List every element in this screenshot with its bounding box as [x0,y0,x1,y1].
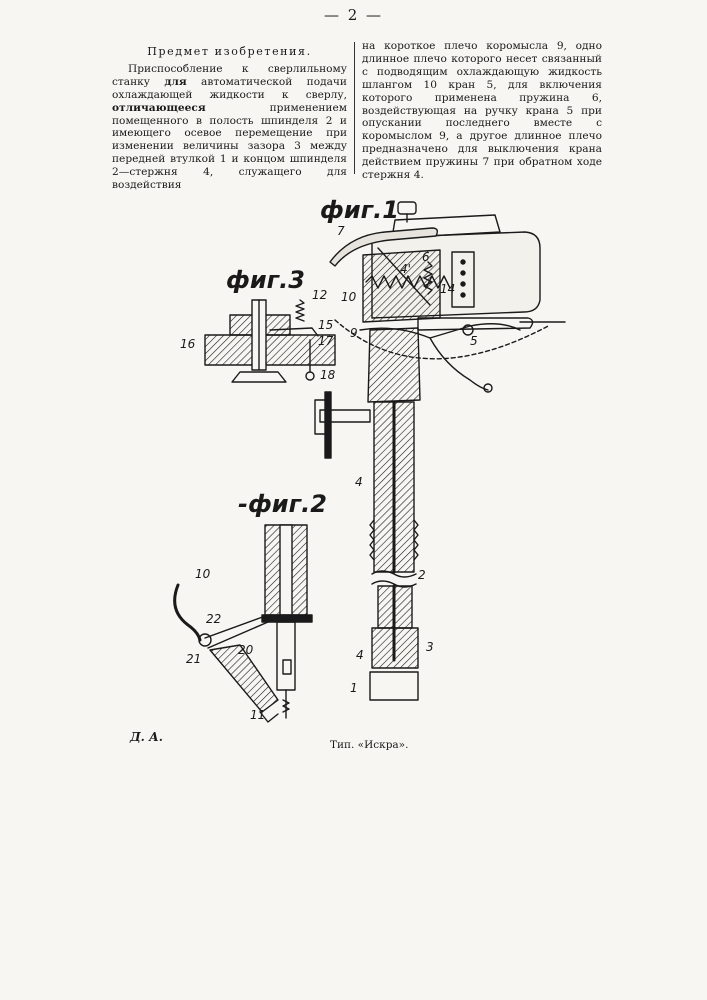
fig3-label: 15 [318,318,333,332]
fig1-dot [461,260,465,264]
fig3-label: 18 [320,368,335,382]
fig2-drawing [175,525,312,722]
fig1-dot [461,282,465,286]
fig1-drawing [315,202,565,700]
fig1-label: 4 [356,648,364,662]
fig3-drawing [205,300,335,382]
fig1-label: 6 [422,250,430,264]
fig1-title: фиг.1 [320,196,399,224]
fig1-top-knob [398,202,416,214]
fig1-label: 4 [355,475,363,489]
fig1-rocker-knob [484,384,492,392]
fig1-dot [461,271,465,275]
fig3-label: 17 [318,334,333,348]
fig1-spindle-head [368,328,420,402]
fig1-label: 10 [341,290,356,304]
fig3-label: 12 [312,288,327,302]
fig2-label: 20 [238,643,253,657]
fig1-label: 5 [470,334,478,348]
fig2-hose-10 [175,585,200,640]
fig3-title: фиг.3 [226,266,305,294]
fig3-pin-knob [306,372,314,380]
fig1-side-disk [325,392,331,458]
fig2-drill-holder [277,622,295,690]
fig2-clip [283,660,291,674]
fig3-wingnut [232,372,286,382]
fig2-label: 11 [250,708,265,722]
fig3-spring-12 [296,300,304,321]
fig1-chuck-1 [370,672,418,700]
fig2-flange [262,615,312,622]
fig1-label: 1 [350,681,358,695]
fig1-label: 3 [426,640,434,654]
fig2-label: 10 [195,567,210,581]
fig3-label: 16 [180,337,195,351]
fig2-bore [280,525,292,615]
author-initials: Д. А. [130,730,163,744]
fig1-dashed-arc [335,320,550,359]
fig2-label: 21 [186,652,201,666]
fig1-dot [461,293,465,297]
fig1-label: 4' [400,262,411,276]
fig1-label: 2 [418,568,426,582]
fig1-label: 14 [440,282,455,296]
fig2-title: -фиг.2 [238,490,327,518]
printer-mark: Тип. «Искра». [330,739,408,751]
fig1-rocker-end [430,338,488,390]
fig1-label: 7 [337,224,345,238]
fig1-label: 9 [350,326,358,340]
fig3-base [205,335,335,365]
fig2-label: 22 [206,612,221,626]
fig1-valve-5 [418,318,533,330]
